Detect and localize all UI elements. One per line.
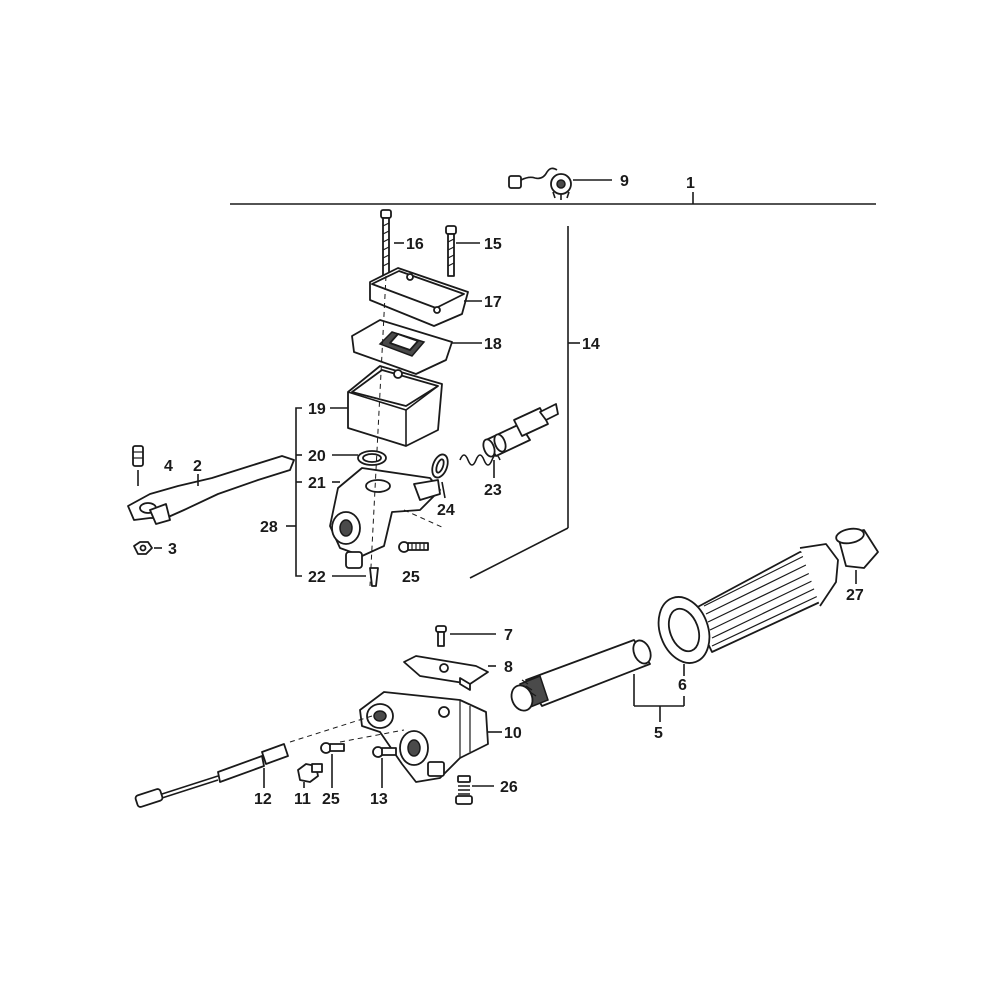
label-part-14: 14 [582,336,600,353]
label-part-13: 13 [370,791,388,808]
part-piston-spring [459,403,559,478]
label-part-11: 11 [294,791,311,808]
part-spring-screw [455,775,494,805]
part-throttle-housing [359,691,502,783]
label-part-9: 9 [620,173,629,190]
assembly-axis [369,275,387,587]
part-adjuster-screw [132,445,144,486]
label-part-16: 16 [406,236,424,253]
part-clamp-plate [403,655,496,691]
label-part-12: 12 [254,791,272,808]
label-part-21: 21 [308,475,326,492]
assembly-axis-screw [403,509,445,529]
assembly-line-1 [230,192,876,205]
label-part-17: 17 [484,294,502,311]
label-part-15: 15 [484,236,502,253]
bracket-14 [469,226,580,579]
label-part-24: 24 [437,502,455,519]
part-screw-lower [320,742,345,788]
bracket-5 [633,674,685,722]
label-part-25-lower: 25 [322,791,340,808]
label-part-5: 5 [654,725,663,742]
part-master-cylinder [329,467,441,569]
label-part-25-upper: 25 [402,569,420,586]
part-banjo-bolt [297,763,323,788]
part-nut [133,541,162,555]
part-screw-long [380,209,404,277]
label-part-2: 2 [193,458,202,475]
label-part-18: 18 [484,336,502,353]
label-part-26: 26 [500,779,518,796]
label-part-22: 22 [308,569,326,586]
part-screw-13 [372,746,397,788]
part-diaphragm [351,319,482,375]
part-screw-upper [398,541,429,553]
part-throttle-tube [510,639,652,712]
part-cap-with-chain [508,167,612,200]
part-small-screw [332,567,379,587]
label-part-1: 1 [686,175,695,192]
part-screw-short [445,225,480,277]
assembly-axis-screws [339,729,405,743]
part-o-ring [332,450,387,466]
part-reservoir [330,365,443,447]
label-part-4: 4 [164,458,173,475]
part-screw-7 [435,625,496,647]
label-part-19: 19 [308,401,326,418]
part-throttle-cable [134,743,289,808]
part-circlip [431,453,449,499]
part-labels: 1 9 16 15 17 18 14 19 20 21 28 22 23 24 … [164,173,864,808]
label-part-28: 28 [260,519,278,536]
label-part-6: 6 [678,677,687,694]
label-part-8: 8 [504,659,513,676]
part-reservoir-cover [369,267,482,327]
part-end-cap [835,527,879,584]
label-part-20: 20 [308,448,326,465]
label-part-10: 10 [504,725,522,742]
bracket-28 [286,407,302,577]
label-part-27: 27 [846,587,864,604]
part-brake-lever [127,455,295,525]
part-grip [657,543,839,676]
label-part-7: 7 [504,627,513,644]
label-part-3: 3 [168,541,177,558]
label-part-23: 23 [484,482,502,499]
